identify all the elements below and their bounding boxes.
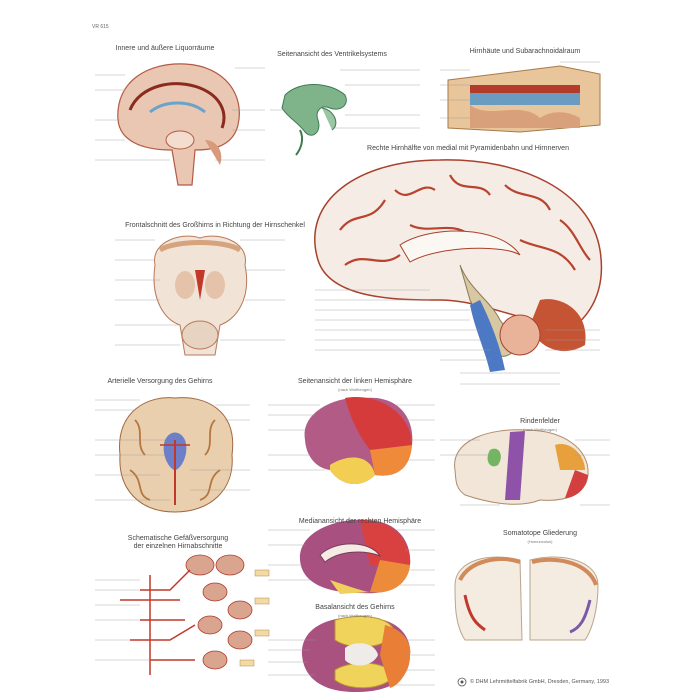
median-hemisphere-illustration	[299, 519, 411, 594]
medial-brain-illustration	[314, 159, 603, 372]
ventricular-system-illustration	[281, 84, 347, 156]
somatotopic-illustration	[454, 556, 599, 641]
title-meninges: Hirnhäute und Subarachnoidalraum	[469, 48, 581, 55]
schematic-vessels-illustration	[120, 554, 270, 675]
title-text: Rindenfelder	[520, 418, 560, 425]
copyright-footer: © DHM Lehrmittelfabrik GmbH, Dresden, Ge…	[470, 679, 610, 685]
title-liquor-spaces: Innere und äußere Liquorräume	[115, 45, 215, 52]
liquor-spaces-illustration	[117, 63, 240, 186]
title-subtitle: (nach Wolfheugen)	[338, 613, 372, 618]
basal-view-illustration	[301, 616, 411, 692]
title-line-1: Schematische Gefäßversorgung	[127, 535, 229, 542]
title-cortex-fields: Rindenfelder (nach Wolfheugen)	[520, 418, 560, 434]
title-arterial-supply: Arterielle Versorgung des Gehirns	[107, 378, 213, 385]
title-line-2: der einzelnen Hirnabschnitte	[133, 543, 223, 550]
poster-code: VR 615	[92, 24, 109, 30]
title-frontal-section: Frontalschnitt des Großhirns in Richtung…	[125, 222, 305, 229]
title-text: Basalansicht des Gehirns	[315, 604, 395, 611]
title-text: Somatotope Gliederung	[503, 530, 577, 537]
lateral-hemisphere-illustration	[304, 397, 413, 485]
meninges-illustration	[447, 65, 601, 133]
title-somatotopic: Somatotope Gliederung (Homunculus)	[503, 530, 577, 546]
title-basal-view: Basalansicht des Gehirns (nach Wolfheugen…	[315, 604, 394, 620]
publisher-logo	[457, 677, 467, 687]
title-ventricular-system: Seitenansicht des Ventrikelsystems	[277, 51, 387, 58]
title-subtitle: (nach Wolfheugen)	[338, 387, 372, 392]
title-subtitle: (nach Wolfheugen)	[523, 427, 557, 432]
title-median-hemisphere: Medianansicht der rechten Hemisphäre	[298, 518, 422, 525]
arterial-supply-illustration	[119, 397, 234, 513]
title-lateral-hemisphere: Seitenansicht der linken Hemisphäre (nach…	[298, 378, 412, 394]
title-text: Seitenansicht der linken Hemisphäre	[297, 378, 413, 385]
title-subtitle: (Homunculus)	[527, 539, 553, 544]
title-medial-brain: Rechte Hirnhälfte von medial mit Pyramid…	[367, 145, 569, 152]
frontal-section-illustration	[153, 235, 247, 356]
cortex-fields-illustration	[454, 429, 589, 505]
